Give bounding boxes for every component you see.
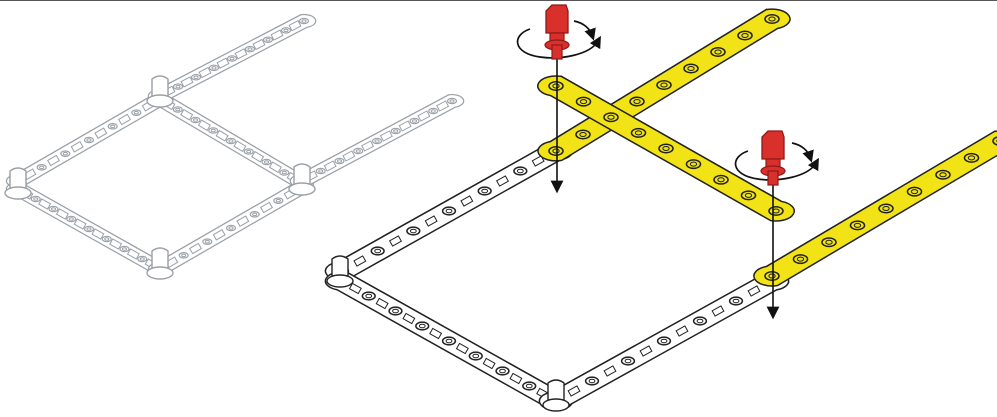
beam-hole	[964, 154, 978, 162]
frame-beam-back	[325, 142, 572, 280]
ghost-beam-front	[148, 181, 313, 276]
peg-head	[762, 131, 784, 159]
peg-head	[546, 5, 568, 33]
peg-shaft	[768, 171, 778, 185]
beam-hole	[630, 97, 644, 105]
ghost-beam-left	[6, 183, 171, 276]
beam-hole	[936, 171, 950, 179]
beam-hole	[822, 238, 836, 246]
beam-hole	[765, 272, 779, 280]
ghost-beam-middle	[148, 93, 313, 190]
beam-hole	[907, 187, 921, 195]
beam-hole	[714, 176, 728, 184]
beam-hole	[576, 97, 590, 105]
peg-shaft	[552, 45, 562, 59]
beam-hole	[576, 130, 590, 138]
beam-hole	[549, 147, 563, 155]
frame-beam-left	[325, 272, 572, 410]
beam-hole	[769, 207, 783, 215]
beam-hole	[850, 221, 864, 229]
beam-hole	[604, 113, 618, 121]
beam-hole	[738, 31, 752, 39]
frame-beam-front	[539, 272, 788, 410]
ghost-beam-extension-top	[148, 15, 315, 103]
beam-hole	[631, 129, 645, 137]
beam-hole	[879, 204, 893, 212]
ghost-beam-extension-right	[290, 95, 463, 188]
beam-hole	[657, 81, 671, 89]
beam-hole	[741, 191, 755, 199]
beam-hole	[659, 144, 673, 152]
red-peg-connector-icon	[545, 5, 569, 59]
ghost-beam-back	[6, 93, 171, 188]
beam-hole	[549, 82, 563, 90]
beam-hole	[686, 160, 700, 168]
red-peg-connector-icon	[761, 131, 785, 185]
beam-hole	[765, 15, 779, 23]
beam-hole	[684, 64, 698, 72]
beam-hole	[793, 255, 807, 263]
beam-hole	[711, 48, 725, 56]
